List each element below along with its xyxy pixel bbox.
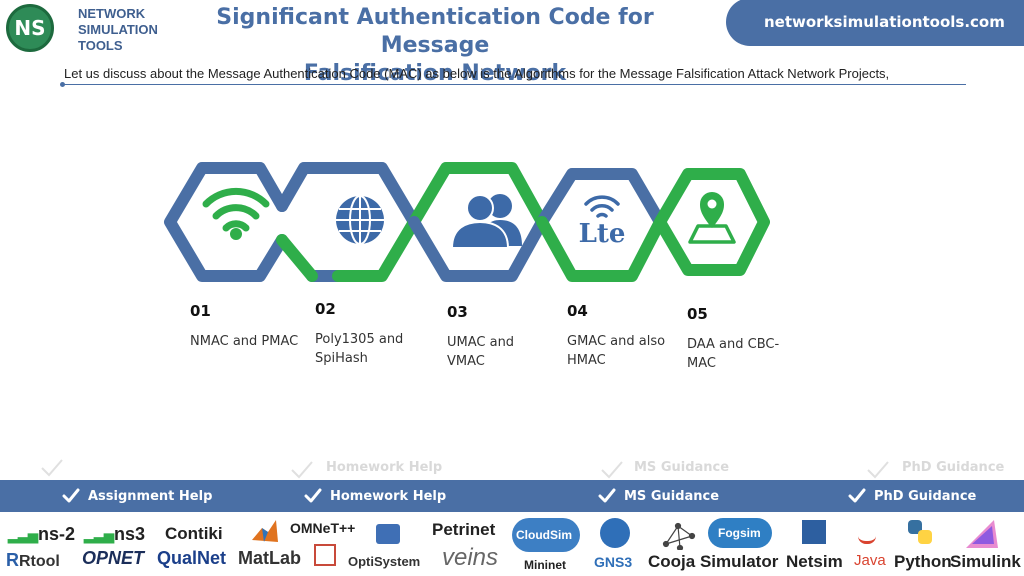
tool-contiki: Contiki: [165, 524, 223, 543]
logo-line-3: TOOLS: [78, 38, 123, 53]
service-label[interactable]: Assignment Help: [88, 488, 213, 504]
hexagon-4: [536, 168, 666, 282]
hexagon-5: [654, 168, 770, 276]
cooja-network-icon: [662, 522, 696, 550]
wifi-icon: [202, 187, 270, 240]
ghost-check-icon: [291, 461, 313, 479]
step-number: 01: [190, 302, 211, 320]
logo-line-2: SIMULATION: [78, 22, 158, 37]
tool-ns2: ▂▃▅ns-2: [8, 524, 76, 544]
ghost-services-row: Homework Help MS Guidance PhD Guidance: [0, 459, 1024, 480]
service-label[interactable]: PhD Guidance: [874, 488, 977, 504]
service-phd-guidance[interactable]: PhD Guidance: [848, 480, 976, 512]
globe-icon: [336, 195, 384, 245]
tool-java: Java: [854, 552, 886, 569]
svg-text:Lte: Lte: [579, 219, 626, 249]
title-line-2: Falsification Network: [303, 61, 567, 86]
python-logo-icon-2: [918, 530, 932, 544]
logo-text: NETWORK SIMULATION TOOLS: [78, 6, 158, 54]
step-number: 05: [687, 305, 708, 323]
tool-simulink: Simulink: [950, 552, 1021, 571]
ghost-check-icon: [41, 459, 63, 477]
tool-opnet: OPNET: [82, 548, 145, 568]
fogsim-cloud-icon: [708, 518, 772, 548]
r-logo-icon: R: [6, 550, 19, 570]
hexagon-2: [276, 162, 420, 282]
map-pin-icon: [688, 192, 736, 244]
step-label: Poly1305 and SpiHash: [315, 332, 404, 366]
simulink-logo-icon: [966, 520, 998, 548]
step-5: 05 DAA and CBC-MAC: [687, 305, 783, 373]
service-label[interactable]: Homework Help: [330, 488, 447, 504]
tool-veins: veins: [442, 544, 499, 571]
service-homework-help[interactable]: Homework Help: [304, 480, 446, 512]
step-1: 01 NMAC and PMAC: [190, 302, 300, 351]
step-label: UMAC and VMAC: [447, 335, 515, 369]
logo-mark: NS: [6, 4, 54, 52]
step-label: DAA and CBC-MAC: [687, 337, 780, 371]
ghost-check-icon: [867, 461, 889, 479]
check-icon: [598, 488, 616, 503]
step-number: 04: [567, 302, 588, 320]
tool-qualnet: QualNet: [157, 548, 227, 568]
services-bar: Assignment Help Homework Help MS Guidanc…: [0, 480, 1024, 512]
tool-rtool: RRtool: [6, 550, 60, 570]
tool-petrinet: Petrinet: [432, 520, 496, 539]
gns3-logo-icon: [600, 518, 630, 548]
chain-graphic: Lte: [164, 162, 770, 282]
step-3: 03 UMAC and VMAC: [447, 303, 527, 371]
tool-gns3: GNS3: [594, 554, 633, 570]
tool-python: Python: [894, 552, 952, 571]
signal-bars-icon: ▂▃▅: [84, 528, 114, 543]
tool-netsim: Netsim: [786, 552, 843, 571]
signal-bars-icon: ▂▃▅: [8, 528, 38, 543]
ghost-ms: MS Guidance: [634, 460, 730, 475]
step-label: NMAC and PMAC: [190, 334, 299, 349]
omnet-chip-icon: [376, 524, 400, 544]
tool-fogsim: Fogsim: [718, 526, 761, 540]
java-cup-icon: [858, 518, 876, 544]
check-icon: [848, 488, 866, 503]
tool-omnet: OMNeT++: [290, 520, 356, 536]
step-number: 02: [315, 300, 336, 318]
service-label[interactable]: MS Guidance: [624, 488, 720, 504]
ghost-homework: Homework Help: [326, 460, 443, 475]
step-number: 03: [447, 303, 468, 321]
hexagon-1: [164, 162, 288, 282]
check-icon: [304, 488, 322, 503]
cloudsim-cloud-icon: [512, 518, 580, 552]
logo: NS NETWORK SIMULATION TOOLS: [4, 2, 164, 54]
matlab-logo-icon: [252, 520, 278, 542]
step-2: 02 Poly1305 and SpiHash: [315, 300, 415, 368]
intro-rule: [62, 84, 966, 85]
ghost-check-icon: [601, 461, 623, 479]
site-url-tab[interactable]: networksimulationtools.com: [726, 0, 1024, 46]
tools-strip: ▂▃▅ns-2 ▂▃▅ns3 Contiki RRtool OPNET Qual…: [0, 514, 1024, 576]
page-title: Significant Authentication Code for Mess…: [170, 4, 700, 88]
logo-line-1: NETWORK: [78, 6, 146, 21]
ghost-phd: PhD Guidance: [902, 460, 1005, 475]
step-label: GMAC and also HMAC: [567, 334, 666, 368]
tool-mininet: Mininet: [524, 558, 566, 572]
title-line-1: Significant Authentication Code for Mess…: [216, 5, 654, 58]
hexagon-3: [408, 162, 548, 282]
lte-icon: Lte: [579, 195, 626, 249]
tool-matlab: MatLab: [238, 548, 301, 568]
check-icon: [62, 488, 80, 503]
service-assignment-help[interactable]: Assignment Help: [62, 480, 212, 512]
tool-cloudsim: CloudSim: [516, 528, 572, 542]
users-icon: [450, 194, 522, 249]
tool-cooja: Cooja Simulator: [648, 552, 779, 571]
service-ms-guidance[interactable]: MS Guidance: [598, 480, 719, 512]
algorithm-chain: Lte: [160, 160, 770, 290]
site-url[interactable]: networksimulationtools.com: [764, 13, 1005, 31]
intro-text: Let us discuss about the Message Authent…: [64, 66, 890, 81]
tool-optisystem: OptiSystem: [348, 554, 421, 569]
tool-ns3: ▂▃▅ns3: [84, 524, 146, 544]
optisystem-logo-icon: [314, 544, 336, 566]
netsim-logo-icon: [802, 520, 826, 544]
step-4: 04 GMAC and also HMAC: [567, 302, 671, 370]
